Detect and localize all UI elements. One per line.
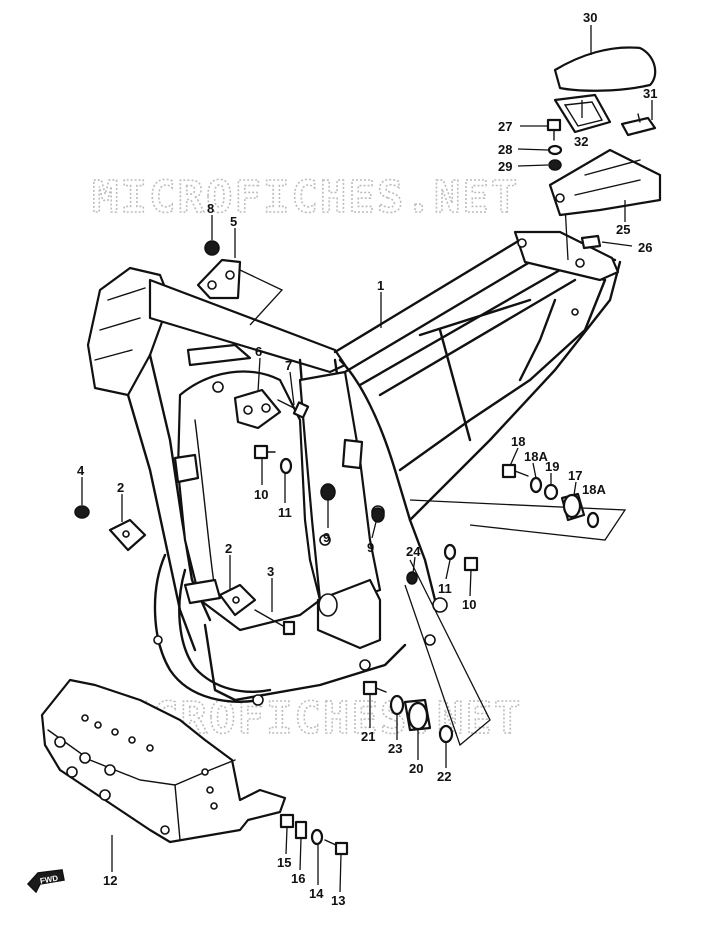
callout-2a: 2 [117, 480, 124, 495]
callout-18: 18 [511, 434, 525, 449]
callout-5: 5 [230, 214, 237, 229]
callout-29: 29 [498, 159, 512, 174]
callouts: 30 31 32 27 28 29 25 26 1 8 5 6 7 4 2 2 … [77, 10, 657, 908]
callout-11b: 11 [438, 581, 452, 596]
part-26-collar [580, 234, 602, 250]
part-10a-bolt [253, 444, 276, 460]
callout-24: 24 [406, 544, 421, 559]
part-10b-bolt [463, 556, 479, 572]
part-6-engine-mount-bracket [233, 388, 282, 430]
part-11b-washer [443, 543, 457, 561]
callout-9a: 9 [323, 530, 330, 545]
part-19-collar [543, 483, 559, 501]
part-7-bolt [277, 399, 310, 419]
callout-16: 16 [291, 871, 305, 886]
part-18-bolt [501, 463, 529, 479]
callout-9b: 9 [367, 540, 374, 555]
callout-19: 19 [545, 459, 559, 474]
part-28-washer [547, 144, 563, 156]
part-14-washer [310, 828, 324, 846]
part-29-nut [548, 159, 562, 171]
callout-10b: 10 [462, 597, 476, 612]
callout-23: 23 [388, 741, 402, 756]
callout-18a-1: 18A [524, 449, 548, 464]
fwd-arrow-icon: FWD [26, 869, 65, 894]
callout-21: 21 [361, 729, 375, 744]
part-18a-washer-2 [586, 511, 600, 529]
callout-4: 4 [77, 463, 85, 478]
callout-31: 31 [643, 86, 657, 101]
callout-6: 6 [255, 344, 262, 359]
part-27-bolt [546, 118, 562, 141]
part-16-collar [294, 820, 308, 840]
watermark-top: MICROFICHES.NET [92, 172, 519, 223]
callout-8: 8 [207, 201, 214, 216]
part-2a-mount-plate [108, 518, 147, 552]
callout-22: 22 [437, 769, 451, 784]
callout-1: 1 [377, 278, 384, 293]
callout-30: 30 [583, 10, 597, 25]
part-2b-mount-plate [218, 583, 257, 617]
callout-3: 3 [267, 564, 274, 579]
part-30-seat-pad [553, 46, 657, 92]
callout-18a-2: 18A [582, 482, 606, 497]
callout-leaders [81, 25, 653, 893]
part-5-engine-mount-plate [196, 258, 242, 300]
callout-7: 7 [285, 358, 292, 373]
part-3-bolt [254, 609, 296, 636]
part-8-nut [204, 240, 220, 256]
callout-25: 25 [616, 222, 630, 237]
part-9a-collar [320, 483, 336, 501]
part-13-bolt [324, 839, 349, 856]
part-18a-washer-1 [529, 476, 543, 494]
part-31-clip [620, 113, 657, 137]
part-15-nut [279, 813, 295, 829]
callout-17: 17 [568, 468, 582, 483]
callout-13: 13 [331, 893, 345, 908]
part-17-bushing [560, 492, 586, 522]
part-22-collar [438, 724, 454, 744]
callout-14: 14 [309, 886, 324, 901]
part-20-bushing [403, 698, 432, 732]
part-24-bolt [406, 571, 418, 585]
part-4-nut [74, 505, 90, 519]
fwd-label: FWD [39, 874, 59, 886]
part-9b-collar [371, 507, 385, 523]
callout-11a: 11 [278, 505, 292, 520]
callout-32: 32 [574, 134, 588, 149]
callout-27: 27 [498, 119, 512, 134]
callout-28: 28 [498, 142, 512, 157]
part-11a-washer [279, 457, 293, 475]
callout-20: 20 [409, 761, 423, 776]
callout-12: 12 [103, 873, 117, 888]
part-25-seat-bracket [548, 148, 662, 217]
callout-15: 15 [277, 855, 291, 870]
part-23-washer [389, 694, 405, 716]
callout-2b: 2 [225, 541, 232, 556]
main-frame [86, 230, 622, 706]
part-12-skid-plate [40, 678, 287, 844]
callout-26: 26 [638, 240, 652, 255]
callout-10a: 10 [254, 487, 268, 502]
